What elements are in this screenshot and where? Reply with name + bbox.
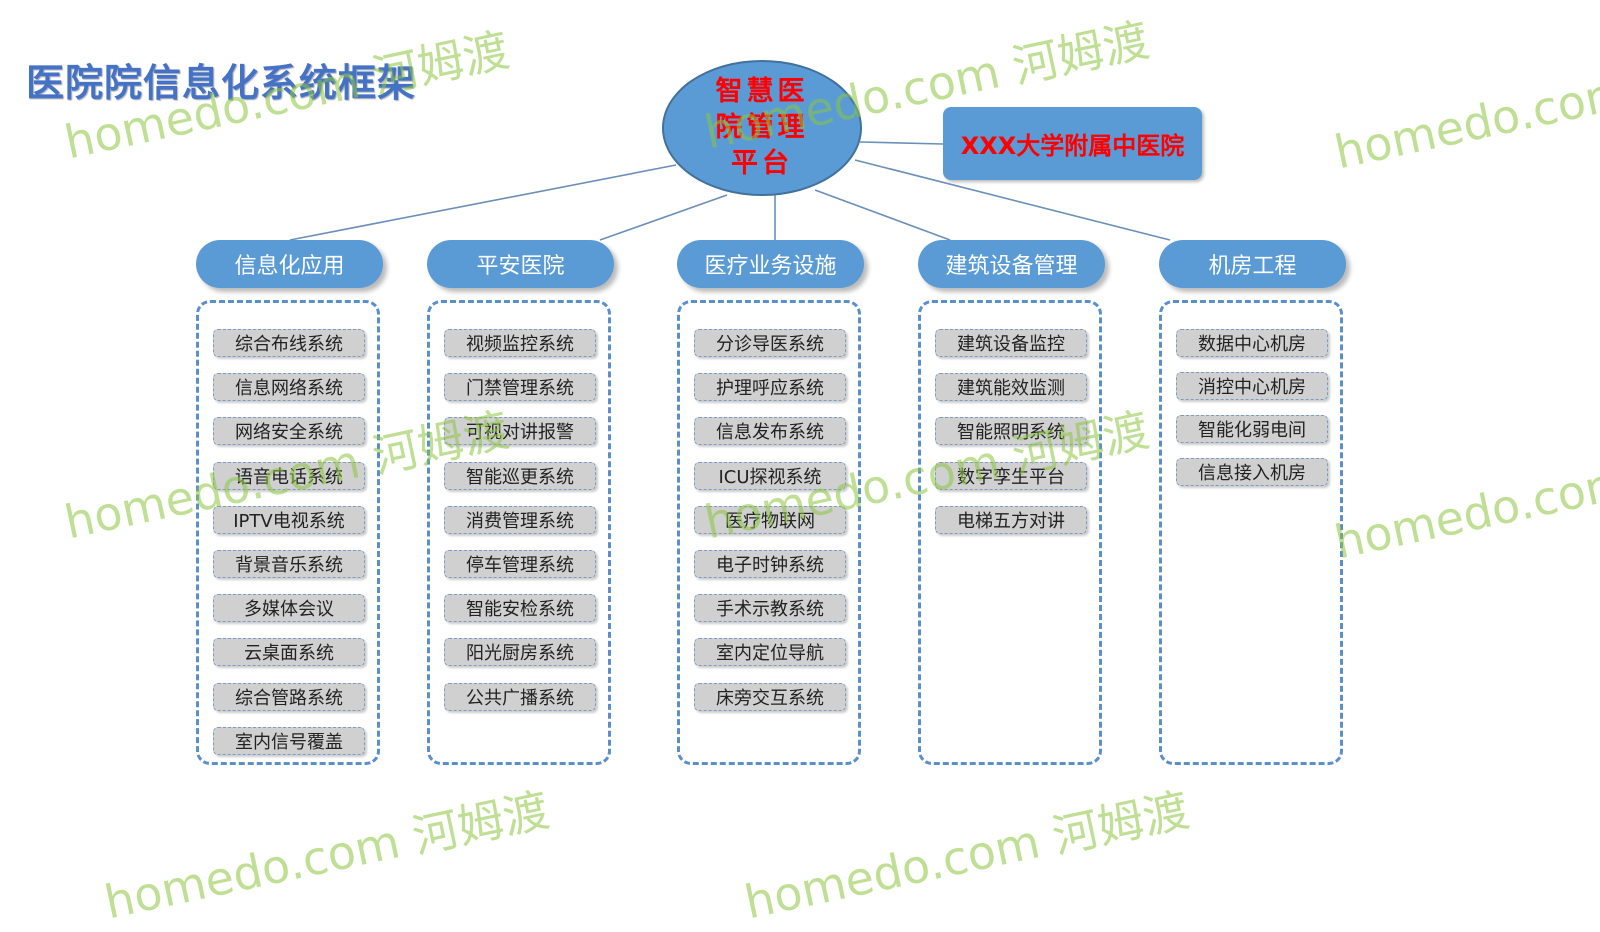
page-title: 医院院信息化系统框架 bbox=[26, 61, 417, 105]
system-item: 电子时钟系统 bbox=[694, 550, 846, 578]
hospital-node: XXX大学附属中医院 bbox=[943, 107, 1202, 180]
system-item: 室内定位导航 bbox=[694, 638, 846, 667]
system-item: 背景音乐系统 bbox=[213, 550, 365, 578]
category-container bbox=[1159, 300, 1343, 765]
system-item: 数字孪生平台 bbox=[935, 461, 1087, 490]
system-item: 云桌面系统 bbox=[213, 638, 365, 667]
system-item: 语音电话系统 bbox=[213, 461, 365, 490]
system-item: 综合管路系统 bbox=[213, 682, 365, 711]
system-item: 信息网络系统 bbox=[213, 373, 365, 402]
system-item: 数据中心机房 bbox=[1176, 329, 1328, 357]
system-item: 医疗物联网 bbox=[694, 505, 846, 534]
system-item: 智能化弱电间 bbox=[1176, 415, 1328, 443]
system-item: 室内信号覆盖 bbox=[213, 726, 365, 755]
platform-hub-node: 智慧医院管理平台 bbox=[662, 60, 862, 196]
system-item: 智能安检系统 bbox=[444, 594, 596, 623]
system-item: 消费管理系统 bbox=[444, 505, 596, 534]
category-container bbox=[196, 300, 380, 765]
connector-lines bbox=[289, 141, 1171, 241]
system-item: IPTV电视系统 bbox=[213, 505, 365, 534]
category-header: 平安医院 bbox=[427, 240, 614, 288]
system-item: 建筑能效监测 bbox=[935, 373, 1087, 402]
system-item: 多媒体会议 bbox=[213, 594, 365, 623]
system-item: 护理呼应系统 bbox=[694, 373, 846, 402]
system-item: 网络安全系统 bbox=[213, 417, 365, 446]
system-item: 阳光厨房系统 bbox=[444, 638, 596, 667]
system-item: 电梯五方对讲 bbox=[935, 505, 1087, 534]
system-item: 消控中心机房 bbox=[1176, 372, 1328, 400]
category-container bbox=[427, 300, 611, 765]
system-item: 信息发布系统 bbox=[694, 417, 846, 446]
category-header: 医疗业务设施 bbox=[677, 240, 864, 288]
system-item: 智能照明系统 bbox=[935, 417, 1087, 446]
category-header: 机房工程 bbox=[1159, 240, 1346, 288]
system-item: 门禁管理系统 bbox=[444, 373, 596, 402]
system-item: 手术示教系统 bbox=[694, 594, 846, 623]
system-item: 床旁交互系统 bbox=[694, 682, 846, 711]
system-item: 智能巡更系统 bbox=[444, 461, 596, 490]
category-container bbox=[918, 300, 1102, 765]
system-item: 停车管理系统 bbox=[444, 550, 596, 578]
system-item: 分诊导医系统 bbox=[694, 329, 846, 357]
system-item: 视频监控系统 bbox=[444, 329, 596, 357]
category-container bbox=[677, 300, 861, 765]
system-item: 公共广播系统 bbox=[444, 682, 596, 711]
category-header: 信息化应用 bbox=[196, 240, 383, 288]
category-header: 建筑设备管理 bbox=[918, 240, 1105, 288]
system-item: ICU探视系统 bbox=[694, 461, 846, 490]
system-item: 可视对讲报警 bbox=[444, 417, 596, 446]
system-item: 建筑设备监控 bbox=[935, 329, 1087, 357]
system-item: 信息接入机房 bbox=[1176, 458, 1328, 486]
system-item: 综合布线系统 bbox=[213, 329, 365, 357]
